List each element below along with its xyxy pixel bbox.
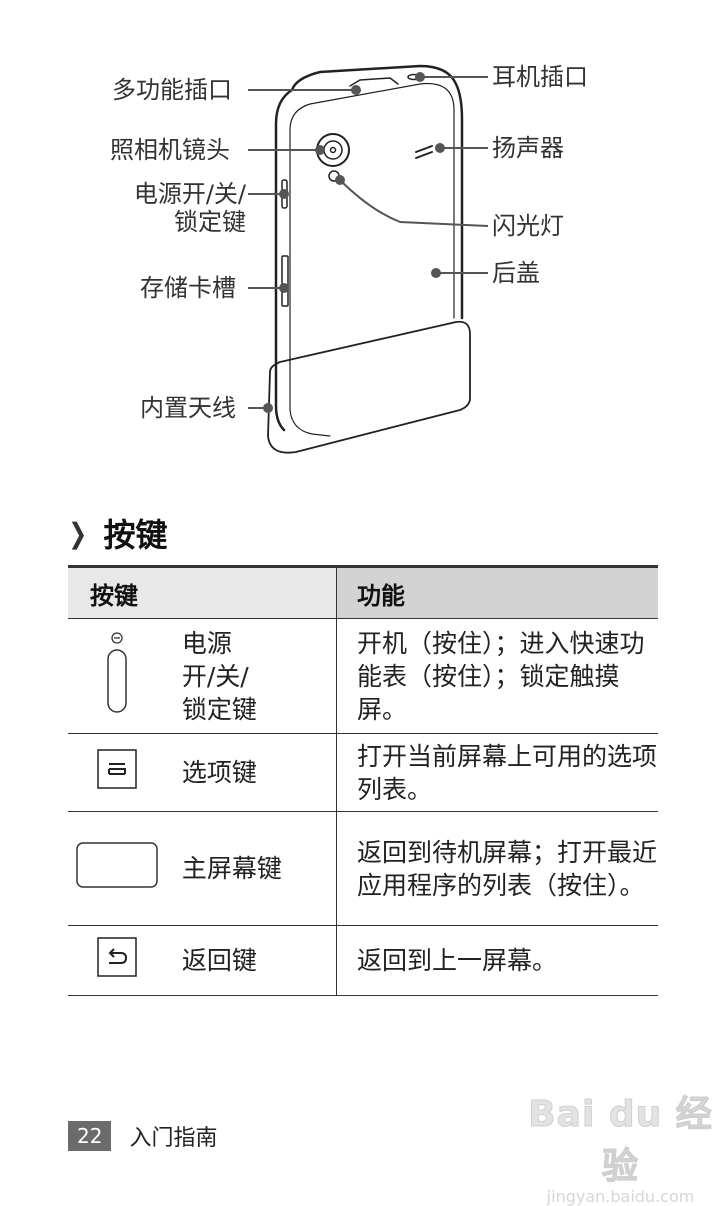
table-row: 返回键 返回到上一屏幕。 [68,925,658,996]
key-function: 开机（按住）；进入快速功能表（按住）；锁定触摸屏。 [336,618,658,734]
section-heading: ❯ 按键 [66,510,167,556]
table-header-row: 按键 功能 [68,565,658,619]
watermark-brand: Bai du 经验 [528,1094,713,1188]
keys-table: 按键 功能 电源 开/关/ 锁定键 开机（按住）；进入快速功能表（按住）；锁定触… [68,565,658,996]
page-number: 22 [68,1121,112,1151]
header-function: 功能 [336,565,658,619]
chapter-title: 入门指南 [129,1126,218,1151]
table-row: 选项键 打开当前屏幕上可用的选项列表。 [68,733,658,812]
watermark-url: jingyan.baidu.com [546,1187,695,1206]
key-function: 打开当前屏幕上可用的选项列表。 [336,733,658,812]
menu-key-icon [68,733,166,812]
label-multi-port: 多功能插口 [112,76,232,104]
label-flash: 闪光灯 [492,212,564,240]
home-key-icon [68,811,166,926]
table-row: 主屏幕键 返回到待机屏幕；打开最近应用程序的列表（按住）。 [68,811,658,926]
back-key-icon [68,925,166,996]
table-row: 电源 开/关/ 锁定键 开机（按住）；进入快速功能表（按住）；锁定触摸屏。 [68,618,658,734]
page-footer: 22 入门指南 [68,1120,217,1152]
key-name: 电源 开/关/ 锁定键 [165,618,337,734]
phone-back-diagram: 多功能插口 耳机插口 照相机镜头 扬声器 电源开/关/ 锁定键 闪光灯 存储卡槽… [0,0,726,480]
label-speaker: 扬声器 [492,134,564,162]
key-name: 返回键 [165,925,337,996]
label-antenna: 内置天线 [140,394,236,422]
label-power-key: 电源开/关/ 锁定键 [118,180,246,236]
label-back-cover: 后盖 [492,259,540,287]
phone-illustration [248,64,489,454]
label-power-key-line2: 锁定键 [174,208,246,236]
key-function: 返回到上一屏幕。 [336,925,658,996]
label-power-key-line1: 电源开/关/ [133,180,246,208]
label-memory-slot: 存储卡槽 [140,274,236,302]
key-name: 选项键 [165,733,337,812]
power-key-icon [68,618,166,734]
key-name: 主屏幕键 [165,811,337,926]
header-key: 按键 [68,565,337,619]
label-camera-lens: 照相机镜头 [110,136,230,164]
label-headset-jack: 耳机插口 [492,63,588,91]
key-function: 返回到待机屏幕；打开最近应用程序的列表（按住）。 [336,811,658,926]
chevron-right-icon: ❯ [68,516,88,550]
baidu-watermark: Bai du 经验 jingyan.baidu.com [515,1085,726,1206]
section-title: 按键 [103,516,168,554]
